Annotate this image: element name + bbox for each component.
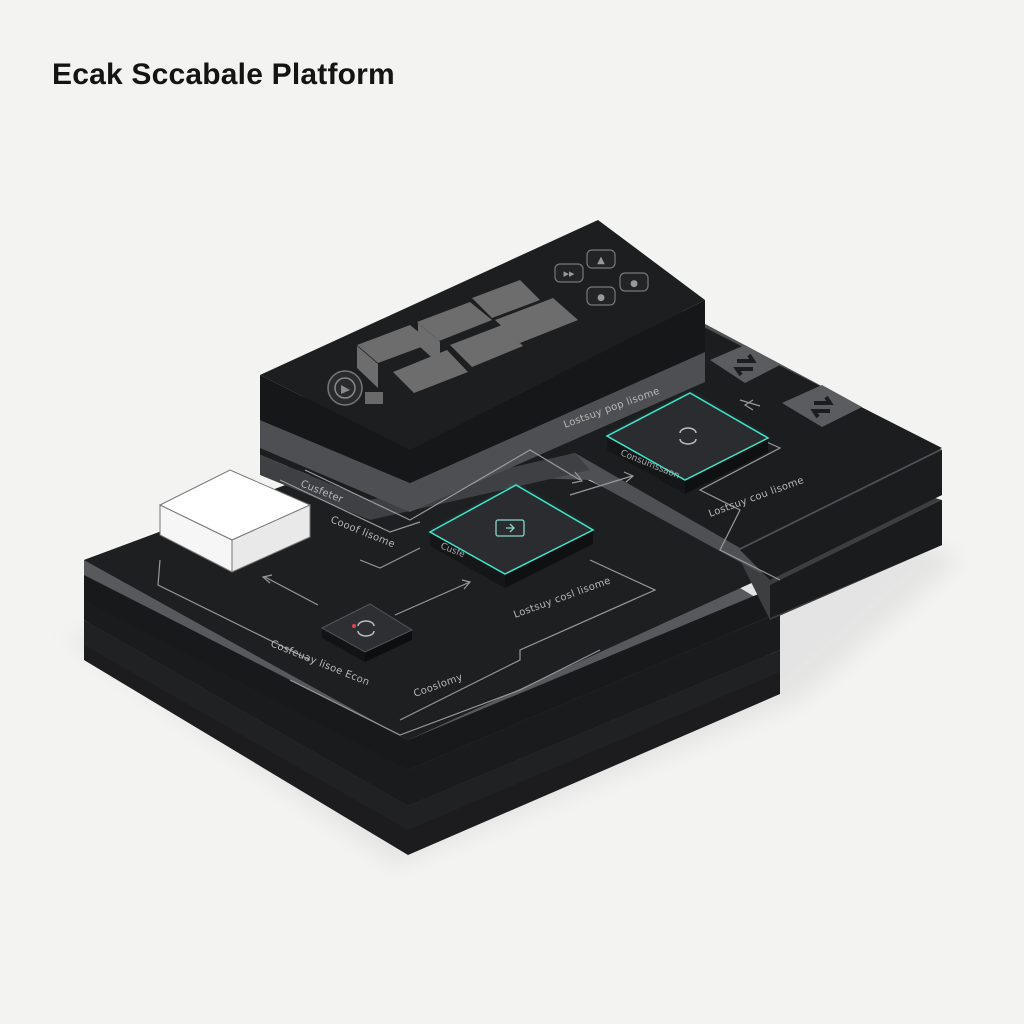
record-icon: ● [630, 279, 638, 289]
control-buttons: ▸▸ ▲ ● ● [554, 249, 649, 306]
eject-icon: ▲ [597, 255, 605, 266]
panel-tile[interactable] [472, 280, 540, 318]
page-title: Ecak Sccabale Platform [52, 58, 395, 91]
swap-icon[interactable] [710, 345, 780, 383]
swap-icon[interactable] [782, 385, 862, 427]
node-bottom[interactable] [320, 603, 414, 662]
refresh-icon [679, 427, 697, 445]
fast-forward-button[interactable]: ▸▸ [554, 263, 584, 283]
logo-icon [327, 370, 383, 406]
play-icon: ● [597, 293, 605, 303]
refresh-icon [352, 620, 375, 637]
panel-tile[interactable] [357, 325, 432, 363]
node-middle[interactable]: Cusfe [428, 484, 595, 588]
panel-tile[interactable] [495, 298, 578, 343]
chevron-icon [495, 519, 525, 537]
panel-tile[interactable] [418, 323, 440, 365]
panel-tile-grid [357, 280, 578, 393]
panel-tile[interactable] [417, 302, 492, 341]
panel-tile[interactable] [450, 325, 523, 367]
record-button[interactable]: ● [619, 272, 649, 292]
transparent-box [158, 469, 312, 573]
eject-button[interactable]: ▲ [586, 249, 616, 269]
fast-forward-icon: ▸▸ [563, 267, 575, 280]
flow-connectors [157, 399, 782, 736]
play-button[interactable]: ● [586, 286, 616, 306]
panel-tile[interactable] [393, 350, 468, 393]
panel-tile[interactable] [357, 346, 378, 388]
node-right[interactable]: Consumssaon [605, 392, 770, 494]
